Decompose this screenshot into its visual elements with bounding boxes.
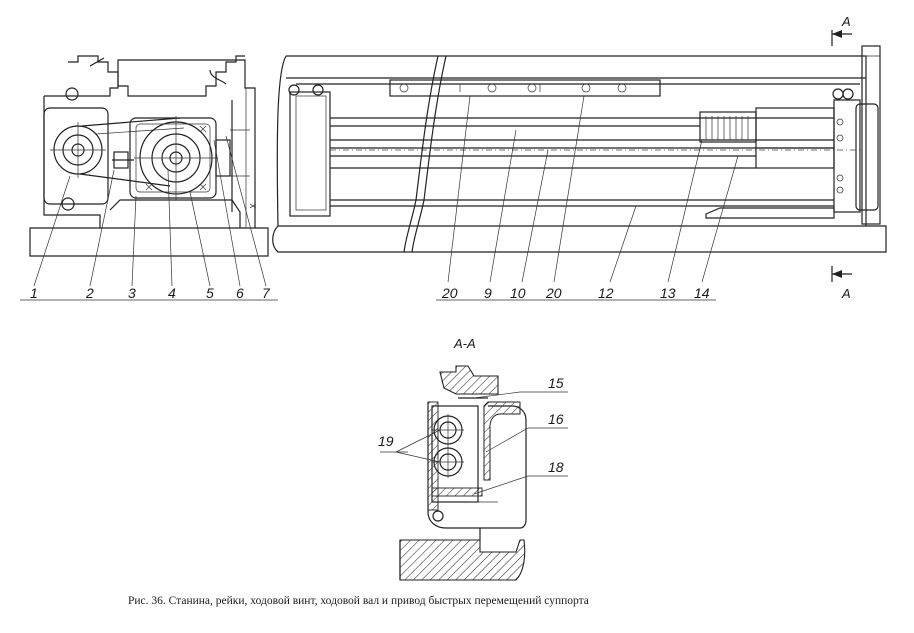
callout-3: 3 (128, 285, 136, 301)
callout-15: 15 (548, 375, 564, 391)
left-leaders (20, 135, 278, 301)
bed-longitudinal-view (272, 45, 887, 253)
section-marker-bottom: A (831, 266, 852, 301)
figure-caption: Рис. 36. Станина, рейки, ходовой винт, х… (128, 595, 589, 607)
section-callout-labels: 15 16 19 18 (378, 375, 564, 475)
callout-7: 7 (262, 285, 271, 301)
right-leaders (436, 95, 739, 301)
left-end-view (29, 55, 269, 257)
section-marker-top: A (831, 14, 852, 46)
section-letter-bottom: A (841, 286, 851, 301)
callout-10: 10 (510, 285, 526, 301)
section-title: А-А (453, 336, 476, 351)
callout-20a: 20 (441, 285, 458, 301)
callout-5: 5 (206, 285, 214, 301)
callout-9: 9 (484, 285, 492, 301)
callout-16: 16 (548, 411, 564, 427)
section-leaders (380, 391, 568, 495)
section-letter-top: A (841, 14, 851, 29)
left-callout-labels: 1 2 3 4 5 6 7 (30, 285, 271, 301)
callout-19: 19 (378, 433, 394, 449)
callout-1: 1 (30, 285, 38, 301)
callout-2: 2 (85, 285, 94, 301)
callout-12: 12 (598, 285, 614, 301)
callout-4: 4 (168, 285, 176, 301)
callout-18: 18 (548, 459, 564, 475)
section-a-a-view (399, 365, 527, 581)
callout-14: 14 (694, 285, 710, 301)
right-callout-labels: 20 9 10 20 12 13 14 (441, 285, 710, 301)
callout-13: 13 (660, 285, 676, 301)
callout-6: 6 (236, 285, 244, 301)
callout-20b: 20 (545, 285, 562, 301)
